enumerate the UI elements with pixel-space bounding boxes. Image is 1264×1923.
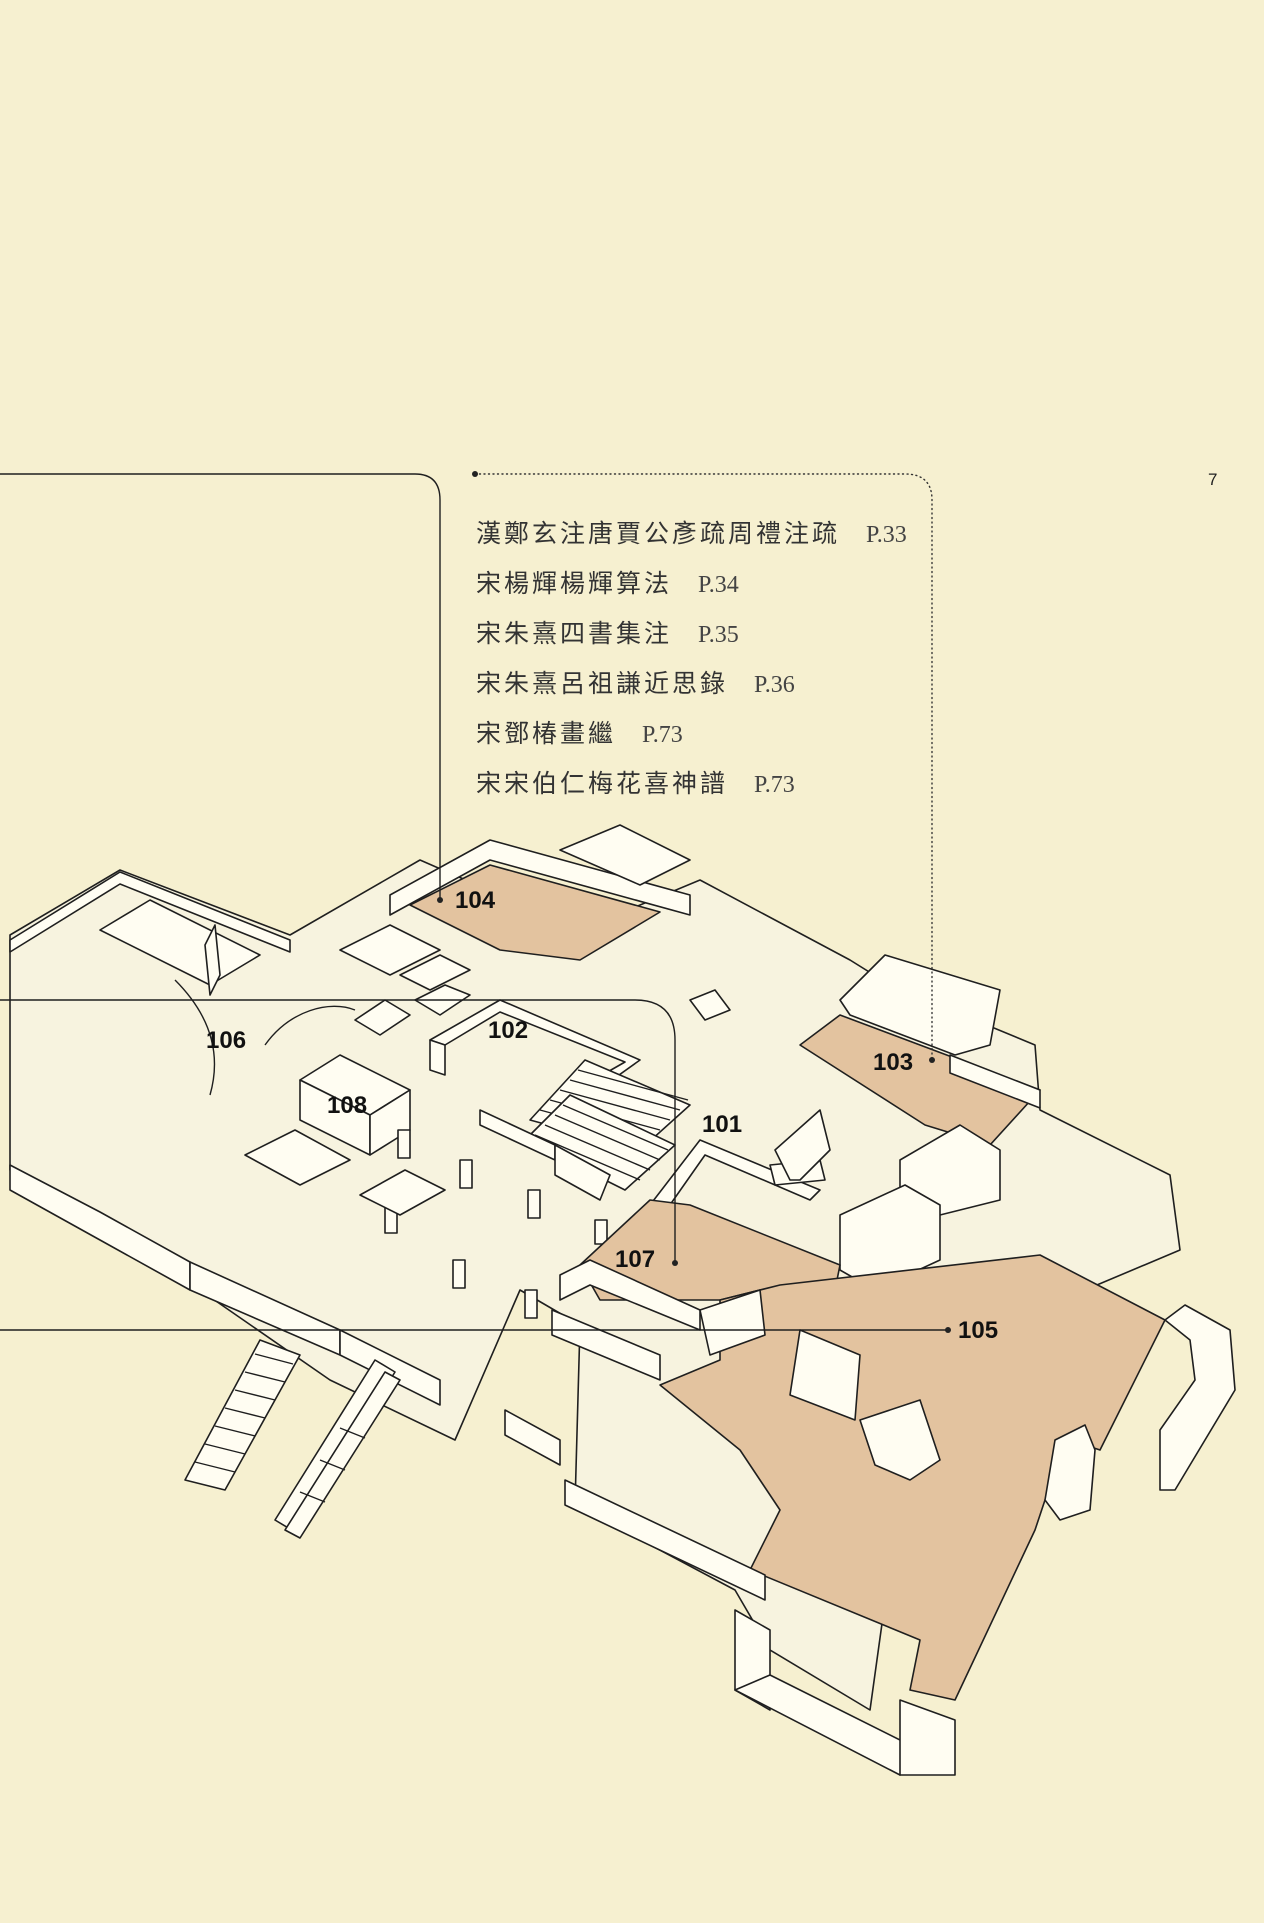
leader-line-104 [0, 473, 441, 900]
annex-block [339, 924, 441, 976]
pillar [524, 1289, 538, 1319]
page-number: 7 [1208, 470, 1218, 489]
exhibit-list: 漢鄭玄注唐賈公彥疏周禮注疏 P.33 宋楊輝楊輝算法 P.34 宋朱熹四書集注 P.3… [476, 512, 936, 812]
exhibit-page-ref: P.36 [754, 672, 795, 698]
annex-rooms [339, 924, 471, 1036]
room-wall [99, 899, 261, 986]
leader-lines [0, 473, 948, 1331]
pillars [384, 1129, 608, 1319]
leader-dot [929, 1057, 935, 1063]
outer-wall [1044, 1424, 1096, 1521]
small-staircase [689, 989, 731, 1021]
interior-wall [789, 1329, 861, 1421]
railing [551, 1309, 661, 1381]
room-label-107: 107 [615, 1246, 655, 1273]
outer-wall [564, 1479, 766, 1601]
room-label-106: 106 [206, 1027, 246, 1054]
outer-wall [504, 1409, 561, 1466]
exhibit-title: 宋楊輝楊輝算法 [476, 569, 673, 598]
service-block [839, 1184, 941, 1291]
leader-dots [437, 471, 951, 1333]
leader-dot [945, 1327, 951, 1333]
staircase [184, 1339, 301, 1491]
room-label-101: 101 [702, 1111, 742, 1138]
room-wall [839, 954, 1001, 1056]
room-102 [429, 999, 691, 1191]
room-103 [799, 954, 1041, 1216]
annex-block [354, 999, 411, 1036]
pillar [397, 1129, 411, 1159]
room-104-floor [409, 864, 661, 961]
leader-dot [437, 897, 443, 903]
room-wall [949, 1054, 1041, 1109]
exhibit-title: 漢鄭玄注唐賈公彥疏周禮注疏 [476, 519, 841, 548]
exhibit-item: 宋朱熹四書集注 P.35 [476, 612, 936, 662]
outer-wall [1159, 1304, 1236, 1491]
exhibit-page-ref: P.73 [754, 772, 795, 798]
room-label-108: 108 [327, 1092, 367, 1119]
pillar [452, 1259, 466, 1289]
partition [204, 924, 221, 996]
leader-line-106-107 [0, 999, 676, 1263]
room-label-104: 104 [455, 887, 496, 914]
escalator [274, 1359, 401, 1539]
exhibit-item: 宋朱熹呂祖謙近思錄 P.36 [476, 662, 936, 712]
stair-flight [184, 1339, 301, 1491]
room-wall [429, 1039, 446, 1076]
exhibit-title: 宋宋伯仁梅花喜神譜 [476, 769, 729, 798]
room-label-103: 103 [873, 1049, 913, 1076]
outer-wall [899, 1699, 956, 1776]
annex-block [399, 954, 471, 991]
outer-wall [734, 1674, 911, 1776]
curved-facade [774, 1109, 831, 1181]
room-wall [559, 824, 691, 886]
leader-line-103 [474, 473, 933, 1061]
room-label-105: 105 [958, 1317, 998, 1344]
exhibit-item: 宋鄧椿畫繼 P.73 [476, 712, 936, 762]
room-108 [244, 1054, 411, 1186]
room-104 [389, 824, 691, 961]
interior-wall [699, 1289, 766, 1356]
room-106 [99, 899, 356, 1096]
interior-wall [859, 1399, 941, 1481]
seating-rows [534, 1104, 669, 1181]
leader-dot [672, 1260, 678, 1266]
pillar [594, 1219, 608, 1245]
outer-wall [9, 871, 291, 953]
exhibit-title: 宋鄧椿畫繼 [476, 719, 617, 748]
leader-dot [472, 471, 478, 477]
exhibit-page-ref: P.33 [866, 522, 907, 548]
interior-wall [554, 1144, 611, 1201]
exhibit-title: 宋朱熹四書集注 [476, 619, 673, 648]
room-wall [389, 839, 691, 916]
curved-entrance [264, 1005, 356, 1046]
escalator-band [284, 1371, 401, 1539]
exhibit-item: 宋楊輝楊輝算法 P.34 [476, 562, 936, 612]
exhibit-title: 宋朱熹呂祖謙近思錄 [476, 669, 729, 698]
counter [244, 1129, 351, 1186]
pillar [459, 1159, 473, 1189]
exhibit-page-ref: P.34 [698, 572, 739, 598]
exhibit-item: 漢鄭玄注唐賈公彥疏周禮注疏 P.33 [476, 512, 936, 562]
curved-wall [174, 979, 216, 1096]
pillar [527, 1189, 541, 1219]
exhibit-item: 宋宋伯仁梅花喜神譜 P.73 [476, 762, 936, 812]
stair-flight [689, 989, 731, 1021]
bench [359, 1169, 446, 1216]
room-label-102: 102 [488, 1017, 528, 1044]
exhibit-page-ref: P.73 [642, 722, 683, 748]
outer-wall [339, 1329, 441, 1406]
exhibit-page-ref: P.35 [698, 622, 739, 648]
